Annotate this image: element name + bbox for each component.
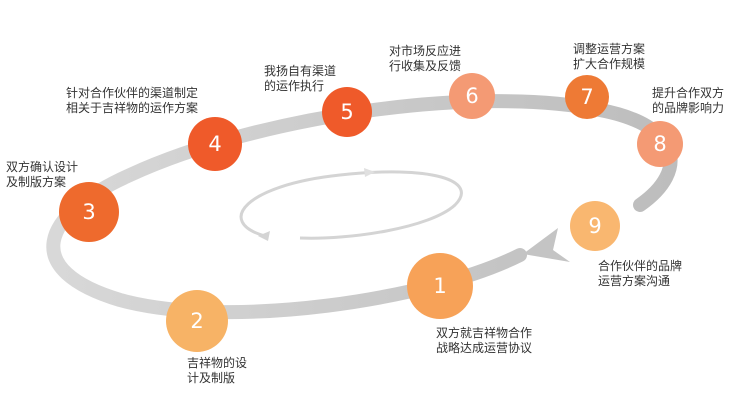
step-label-line: 战略达成运营协议 [436, 341, 533, 355]
step-label-line: 双方就吉祥物合作 [436, 326, 533, 340]
step-number-3: 3 [82, 200, 95, 224]
step-label-line: 扩大合作规模 [573, 57, 646, 71]
step-circle-4 [188, 117, 242, 171]
inner-cycle-arrowhead-top [364, 168, 375, 177]
step-number-2: 2 [190, 309, 203, 333]
step-number-9: 9 [588, 214, 601, 238]
step-circle-8 [637, 121, 683, 167]
step-node-7: 7 [565, 75, 609, 119]
step-label-2: 吉祥物的设计及制版 [187, 356, 247, 386]
step-circle-5 [322, 87, 372, 137]
step-number-1: 1 [433, 274, 446, 298]
inner-cycle-ring [239, 170, 463, 240]
step-label-5: 我扬自有渠道的运作执行 [264, 64, 336, 94]
step-label-line: 计及制版 [187, 371, 236, 385]
step-node-4: 4 [188, 117, 242, 171]
step-label-4: 针对合作伙伴的渠道制定相关于吉祥物的运作方案 [66, 86, 198, 116]
step-number-4: 4 [208, 132, 221, 156]
step-number-6: 6 [465, 84, 478, 108]
step-label-line: 对市场反应进 [389, 44, 462, 58]
step-label-line: 及制版方案 [6, 175, 67, 189]
step-node-8: 8 [637, 121, 683, 167]
step-label-line: 双方确认设计 [6, 160, 79, 174]
step-label-line: 我扬自有渠道 [264, 64, 337, 78]
step-node-1: 1 [407, 253, 473, 319]
step-label-6: 对市场反应进行收集及反馈 [389, 44, 461, 74]
step-number-5: 5 [340, 100, 353, 124]
step-label-line: 运营方案沟通 [598, 274, 671, 288]
step-node-6: 6 [449, 73, 495, 119]
step-label-line: 的品牌影响力 [652, 101, 725, 115]
step-circle-1 [407, 253, 473, 319]
step-circle-9 [570, 201, 620, 251]
step-label-7: 调整运营方案扩大合作规模 [573, 42, 645, 72]
step-label-line: 合作伙伴的品牌 [598, 259, 683, 273]
step-label-line: 的运作执行 [264, 79, 325, 93]
step-number-8: 8 [653, 132, 666, 156]
step-node-3: 3 [59, 182, 119, 242]
step-label-9: 合作伙伴的品牌运营方案沟通 [598, 259, 682, 289]
outer-cycle-ring [46, 94, 678, 320]
step-label-line: 提升合作双方 [652, 86, 725, 100]
step-circle-3 [59, 182, 119, 242]
step-node-5: 5 [322, 87, 372, 137]
step-label-line: 吉祥物的设 [187, 356, 248, 370]
step-number-7: 7 [580, 85, 593, 109]
step-nodes: 1 2 3 4 5 6 7 8 9 [59, 73, 683, 352]
step-label-8: 提升合作双方的品牌影响力 [652, 86, 724, 116]
step-node-9: 9 [570, 201, 620, 251]
step-circle-6 [449, 73, 495, 119]
step-label-line: 调整运营方案 [573, 42, 646, 56]
step-circle-2 [166, 290, 228, 352]
step-label-1: 双方就吉祥物合作战略达成运营协议 [436, 326, 532, 356]
step-label-3: 双方确认设计及制版方案 [6, 160, 78, 190]
inner-cycle-arrowhead [258, 231, 270, 241]
step-label-line: 相关于吉祥物的运作方案 [66, 101, 199, 115]
step-label-line: 针对合作伙伴的渠道制定 [66, 86, 199, 100]
outer-cycle-arrowhead [523, 228, 570, 262]
step-circle-7 [565, 75, 609, 119]
step-label-line: 行收集及反馈 [389, 59, 462, 73]
step-node-2: 2 [166, 290, 228, 352]
